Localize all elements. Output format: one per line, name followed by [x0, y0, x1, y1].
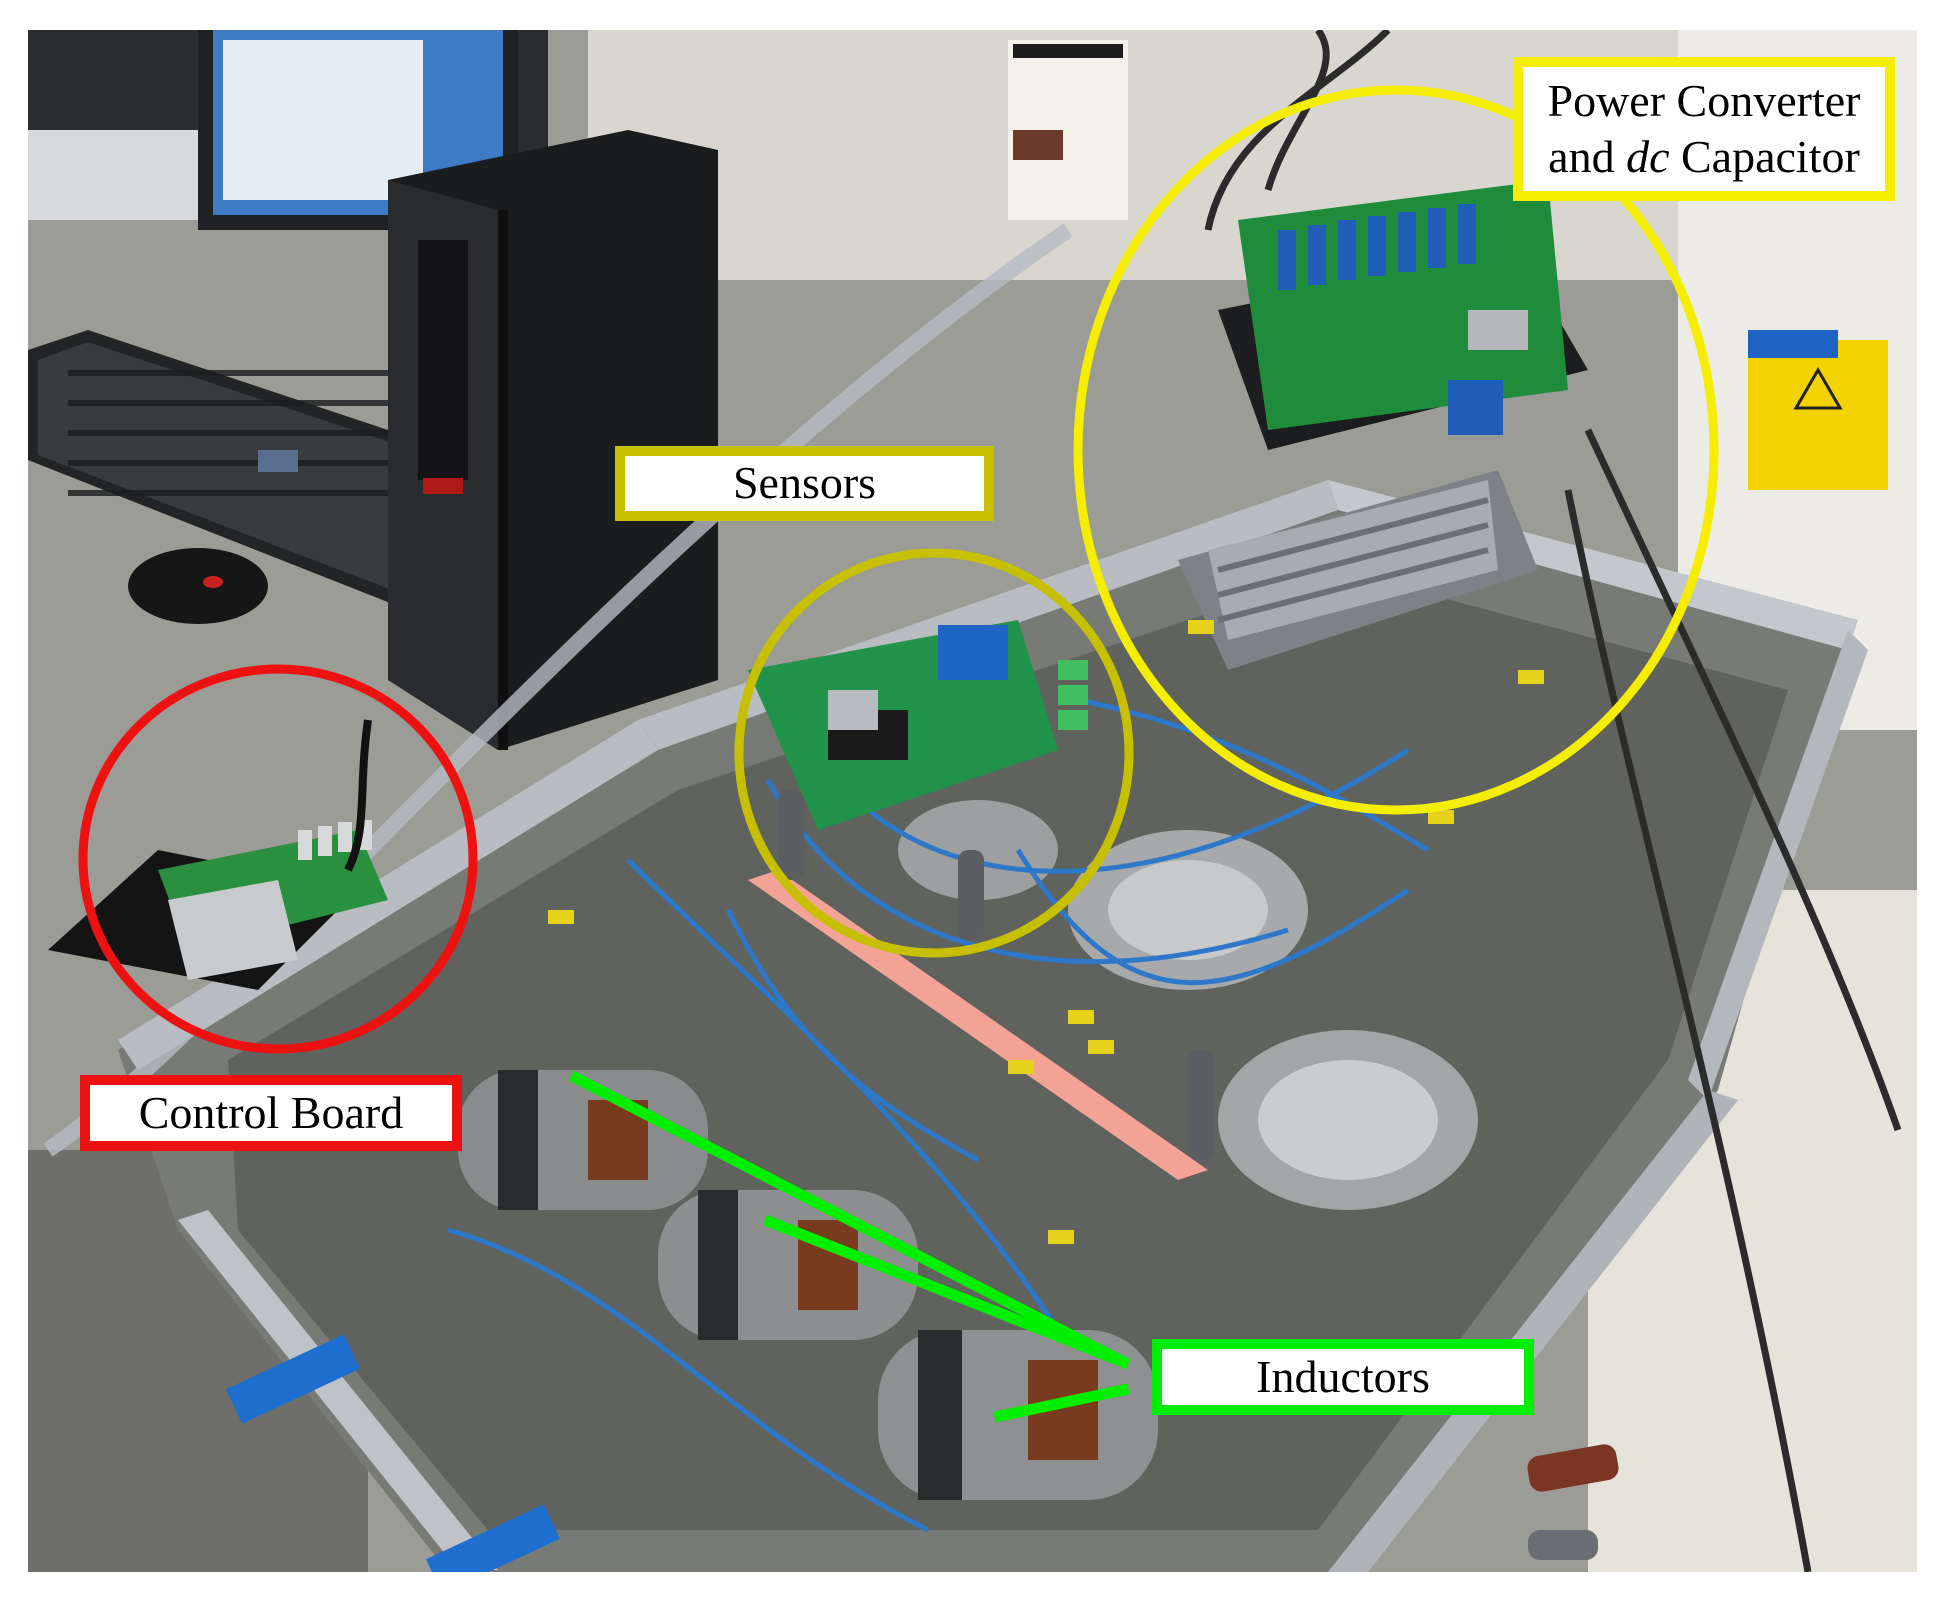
inductor-pointer-lines [568, 1070, 1131, 1423]
brown-plugs [1527, 1444, 1619, 1560]
probes [778, 790, 1214, 1160]
power-converter-circle [1073, 85, 1719, 815]
capacitors [898, 800, 1478, 1210]
power-converter-label-line2: and dc Capacitor [1548, 129, 1861, 185]
inductors-label-text: Inductors [1256, 1350, 1430, 1402]
power-converter [1178, 180, 1588, 670]
power-converter-label-line1: Power Converter [1547, 74, 1861, 126]
sensors-label: Sensors [615, 446, 994, 521]
monitor [28, 30, 548, 230]
power-converter-label-capacitor: Capacitor [1669, 131, 1860, 182]
lab-setup-photo [28, 30, 1917, 1572]
warning-sign [1748, 330, 1888, 490]
terminals [548, 620, 1544, 1244]
notice-sheet [1008, 40, 1128, 220]
mouse [128, 548, 268, 624]
sensors-circle [734, 548, 1134, 958]
sensors-label-text: Sensors [732, 457, 877, 509]
control-board-label-text: Control Board [138, 1086, 404, 1138]
blue-wires [447, 697, 1430, 1533]
power-converter-label: Power Converter and dc Capacitor [1513, 57, 1895, 201]
control-board-label: Control Board [80, 1075, 462, 1151]
inductors-label: Inductors [1152, 1339, 1534, 1415]
power-converter-label-dc: dc [1626, 131, 1670, 182]
control-board [48, 719, 388, 990]
banana-connectors [226, 1334, 560, 1572]
control-board-circle [78, 664, 478, 1054]
warning-triangle-icon [1793, 367, 1843, 410]
sensor-board [748, 620, 1088, 830]
keyboard [28, 330, 468, 610]
measuring-strip [748, 870, 1208, 1180]
power-converter-label-and: and [1548, 131, 1627, 182]
